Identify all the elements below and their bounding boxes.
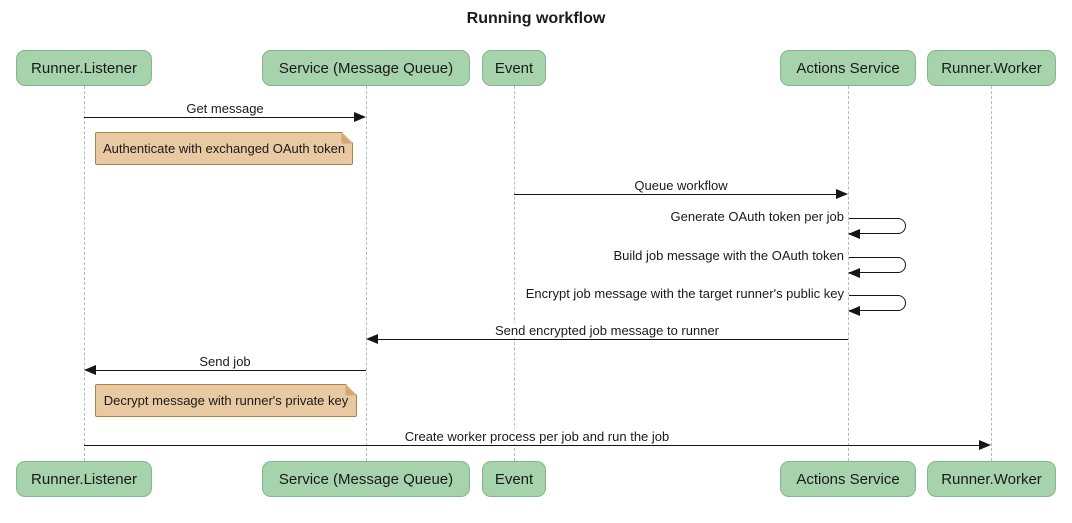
arrowhead-left-icon (848, 306, 860, 316)
arrowhead-left-icon (84, 365, 96, 375)
message-line-send-encrypted-job (378, 339, 848, 340)
message-label-queue-workflow: Queue workflow (631, 178, 731, 193)
arrowhead-left-icon (366, 334, 378, 344)
arrowhead-right-icon (354, 112, 366, 122)
actor-top-runner-listener: Runner.Listener (16, 50, 152, 86)
message-label-generate-oauth-token: Generate OAuth token per job (670, 209, 844, 224)
message-line-create-worker (84, 445, 980, 446)
message-line-queue-workflow (514, 194, 836, 195)
arrowhead-left-icon (848, 268, 860, 278)
diagram-title: Running workflow (466, 10, 606, 27)
message-label-send-job: Send job (196, 354, 254, 369)
arrowhead-right-icon (979, 440, 991, 450)
arrowhead-right-icon (836, 189, 848, 199)
actor-bottom-runner-listener: Runner.Listener (16, 461, 152, 497)
message-label-get-message: Get message (183, 101, 267, 116)
actor-top-service-message-queue: Service (Message Queue) (262, 50, 470, 86)
note-text: Decrypt message with runner's private ke… (103, 393, 349, 408)
lifeline-runner-worker (991, 86, 992, 461)
lifeline-runner-listener (84, 86, 85, 461)
actor-top-runner-worker: Runner.Worker (927, 50, 1056, 86)
message-label-send-encrypted-job: Send encrypted job message to runner (491, 323, 723, 338)
message-label-encrypt-job-message: Encrypt job message with the target runn… (525, 286, 844, 301)
lifeline-service-message-queue (366, 86, 367, 461)
note-authenticate-oauth: Authenticate with exchanged OAuth token (95, 132, 353, 165)
lifeline-event (514, 86, 515, 461)
self-loop-line (849, 295, 906, 311)
message-label-build-job-message: Build job message with the OAuth token (613, 248, 844, 263)
actor-bottom-event: Event (482, 461, 546, 497)
actor-top-actions-service: Actions Service (780, 50, 916, 86)
actor-bottom-actions-service: Actions Service (780, 461, 916, 497)
self-loop-line (849, 257, 906, 273)
message-line-get-message (84, 117, 355, 118)
actor-bottom-service-message-queue: Service (Message Queue) (262, 461, 470, 497)
message-label-create-worker: Create worker process per job and run th… (401, 429, 673, 444)
arrowhead-left-icon (848, 229, 860, 239)
actor-top-event: Event (482, 50, 546, 86)
message-line-send-job (96, 370, 366, 371)
note-text: Authenticate with exchanged OAuth token (102, 141, 346, 156)
note-decrypt-private-key: Decrypt message with runner's private ke… (95, 384, 357, 417)
self-loop-line (849, 218, 906, 234)
actor-bottom-runner-worker: Runner.Worker (927, 461, 1056, 497)
